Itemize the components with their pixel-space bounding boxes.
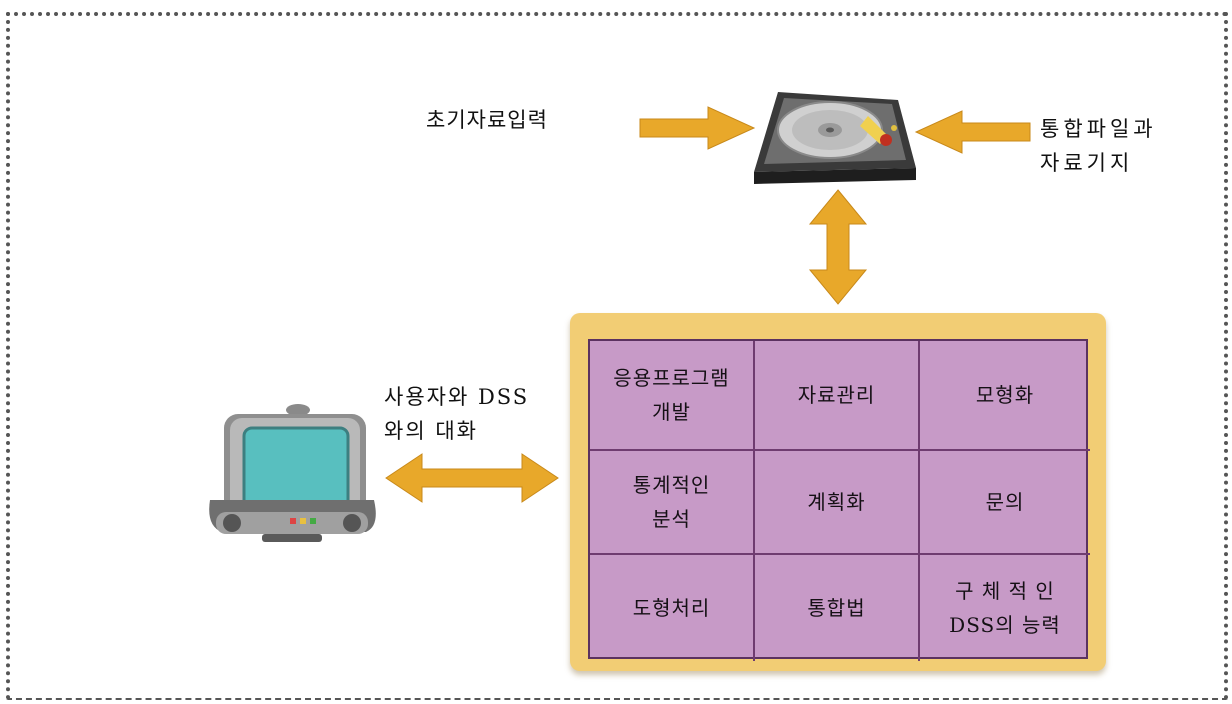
grid-cell-modeling: 모형화: [920, 341, 1090, 451]
grid-cell-text: 모형화: [975, 383, 1035, 407]
user-dialog-line1: 사용자와 DSS: [384, 385, 530, 409]
grid-cell-text: 분석: [652, 507, 691, 531]
grid-cell-query: 문의: [920, 451, 1090, 555]
initial-data-input-text: 초기자료입력: [426, 108, 548, 132]
grid-cell-text: 도형처리: [632, 596, 711, 620]
grid-cell-text: 응용프로그램: [613, 366, 730, 390]
dss-capability-board: 응용프로그램 개발 자료관리 모형화 통계적인 분석 계획화 문의 도형처리 통…: [570, 313, 1106, 671]
grid-cell-graphics-processing: 도형처리: [590, 555, 755, 661]
user-dss-dialog-label: 사용자와 DSS 와의 대화: [384, 380, 529, 448]
double-arrow-vertical-icon: [808, 189, 868, 305]
integrated-files-line1: 통합파일과: [1040, 117, 1157, 141]
integrated-files-database-label: 통합파일과 자료기지: [1040, 112, 1157, 180]
grid-cell-planning: 계획화: [755, 451, 920, 555]
double-arrow-horizontal-icon: [385, 453, 559, 503]
grid-cell-text: 통합법: [807, 596, 866, 620]
grid-cell-text: DSS의 능력: [949, 613, 1061, 637]
grid-cell-text: 문의: [985, 490, 1025, 514]
grid-cell-statistical-analysis: 통계적인 분석: [590, 451, 755, 555]
grid-cell-data-management: 자료관리: [755, 341, 920, 451]
grid-cell-text: 구 체 적 인: [955, 579, 1055, 603]
grid-cell-dss-capabilities: 구 체 적 인 DSS의 능력: [920, 555, 1090, 661]
initial-data-input-label: 초기자료입력: [426, 103, 548, 137]
arrow-left-icon: [914, 110, 1031, 154]
dss-capability-grid: 응용프로그램 개발 자료관리 모형화 통계적인 분석 계획화 문의 도형처리 통…: [588, 339, 1090, 661]
grid-cell-text: 개발: [652, 400, 691, 424]
integrated-files-line2: 자료기지: [1040, 151, 1134, 175]
grid-cell-integration: 통합법: [755, 555, 920, 661]
grid-cell-app-development: 응용프로그램 개발: [590, 341, 755, 451]
grid-cell-text: 자료관리: [797, 383, 876, 407]
grid-cell-text: 계획화: [807, 490, 866, 514]
computer-monitor-icon: [209, 404, 376, 542]
hard-disk-icon: [754, 92, 916, 184]
arrow-right-icon: [639, 106, 756, 150]
grid-cell-text: 통계적인: [632, 473, 711, 497]
user-dialog-line2: 와의 대화: [384, 419, 478, 443]
diagram-frame: [6, 12, 1228, 700]
